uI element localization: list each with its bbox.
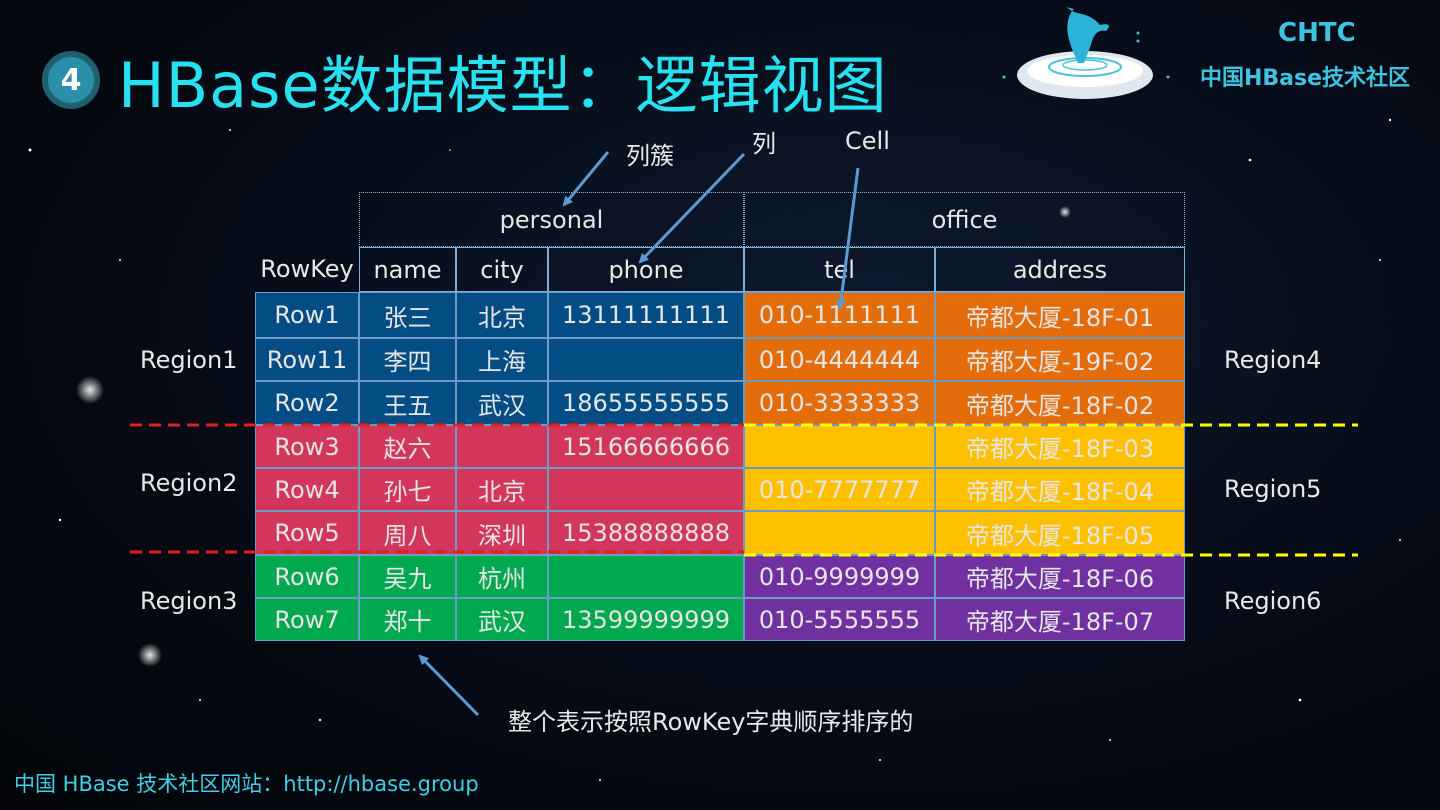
column-header-city: city: [456, 247, 548, 292]
column-header-address: address: [935, 247, 1185, 292]
table-cell-address: 帝都大厦-18F-06: [935, 555, 1185, 598]
table-cell-tel: [744, 511, 935, 555]
table-cell-phone: 18655555555: [548, 381, 744, 425]
table-cell-city: 北京: [456, 468, 548, 511]
region-label-left-2: Region2: [140, 469, 238, 497]
table-cell-address: 帝都大厦-18F-04: [935, 468, 1185, 511]
family-header-personal: personal: [359, 192, 744, 247]
table-cell-key: Row11: [255, 338, 359, 381]
table-cell-phone: [548, 555, 744, 598]
table-cell-tel: 010-5555555: [744, 598, 935, 641]
table-cell-key: Row3: [255, 425, 359, 468]
table-cell-address: 帝都大厦-18F-03: [935, 425, 1185, 468]
table-cell-city: 杭州: [456, 555, 548, 598]
table-cell-name: 王五: [359, 381, 456, 425]
table-cell-tel: [744, 425, 935, 468]
table-cell-phone: 13599999999: [548, 598, 744, 641]
table-cell-city: 上海: [456, 338, 548, 381]
table-cell-city: [456, 425, 548, 468]
table-cell-address: 帝都大厦-18F-02: [935, 381, 1185, 425]
column-header-tel: tel: [744, 247, 935, 292]
table-cell-phone: 13111111111: [548, 292, 744, 338]
table-cell-city: 武汉: [456, 598, 548, 641]
table-cell-name: 郑十: [359, 598, 456, 641]
slide-title: HBase数据模型：逻辑视图: [118, 49, 888, 122]
table-cell-address: 帝都大厦-18F-01: [935, 292, 1185, 338]
dolphin-logo-icon: [1002, 7, 1170, 99]
table-cell-address: 帝都大厦-19F-02: [935, 338, 1185, 381]
table-cell-phone: 15166666666: [548, 425, 744, 468]
table-cell-phone: [548, 468, 744, 511]
table-cell-tel: 010-9999999: [744, 555, 935, 598]
table-cell-name: 孙七: [359, 468, 456, 511]
table-cell-key: Row6: [255, 555, 359, 598]
column-header-phone: phone: [548, 247, 744, 292]
table-cell-tel: 010-1111111: [744, 292, 935, 338]
table-cell-phone: [548, 338, 744, 381]
table-cell-phone: 15388888888: [548, 511, 744, 555]
rowkey-header: RowKey: [260, 255, 354, 283]
logo-text-chtc: CHTC: [1278, 18, 1356, 48]
logo-text-community: 中国HBase技术社区: [1200, 66, 1411, 91]
region-label-left-1: Region1: [140, 346, 238, 374]
slide-header: 4 HBase数据模型：逻辑视图: [42, 40, 888, 122]
annotation-cell: Cell: [845, 127, 890, 155]
family-header-office: office: [744, 192, 1185, 247]
annotation-column: 列: [752, 130, 776, 158]
column-header-name: name: [359, 247, 456, 292]
table-cell-key: Row2: [255, 381, 359, 425]
table-cell-key: Row7: [255, 598, 359, 641]
region-label-right-4: Region4: [1224, 346, 1322, 374]
footer-website: 中国 HBase 技术社区网站：http://hbase.group: [14, 772, 479, 796]
table-cell-key: Row4: [255, 468, 359, 511]
table-cell-name: 张三: [359, 292, 456, 338]
region-label-right-5: Region5: [1224, 475, 1322, 503]
slide-number-badge: 4: [42, 51, 100, 109]
table-cell-key: Row5: [255, 511, 359, 555]
region-label-left-3: Region3: [140, 587, 238, 615]
table-cell-name: 周八: [359, 511, 456, 555]
table-cell-name: 赵六: [359, 425, 456, 468]
table-cell-tel: 010-7777777: [744, 468, 935, 511]
table-cell-key: Row1: [255, 292, 359, 338]
region-label-right-6: Region6: [1224, 587, 1322, 615]
table-cell-city: 武汉: [456, 381, 548, 425]
table-cell-city: 北京: [456, 292, 548, 338]
annotation-family: 列簇: [626, 142, 674, 170]
table-cell-tel: 010-3333333: [744, 381, 935, 425]
table-cell-address: 帝都大厦-18F-05: [935, 511, 1185, 555]
table-cell-name: 吴九: [359, 555, 456, 598]
table-cell-name: 李四: [359, 338, 456, 381]
annotation-sort-note: 整个表示按照RowKey字典顺序排序的: [508, 708, 914, 736]
table-cell-city: 深圳: [456, 511, 548, 555]
table-cell-tel: 010-4444444: [744, 338, 935, 381]
table-cell-address: 帝都大厦-18F-07: [935, 598, 1185, 641]
